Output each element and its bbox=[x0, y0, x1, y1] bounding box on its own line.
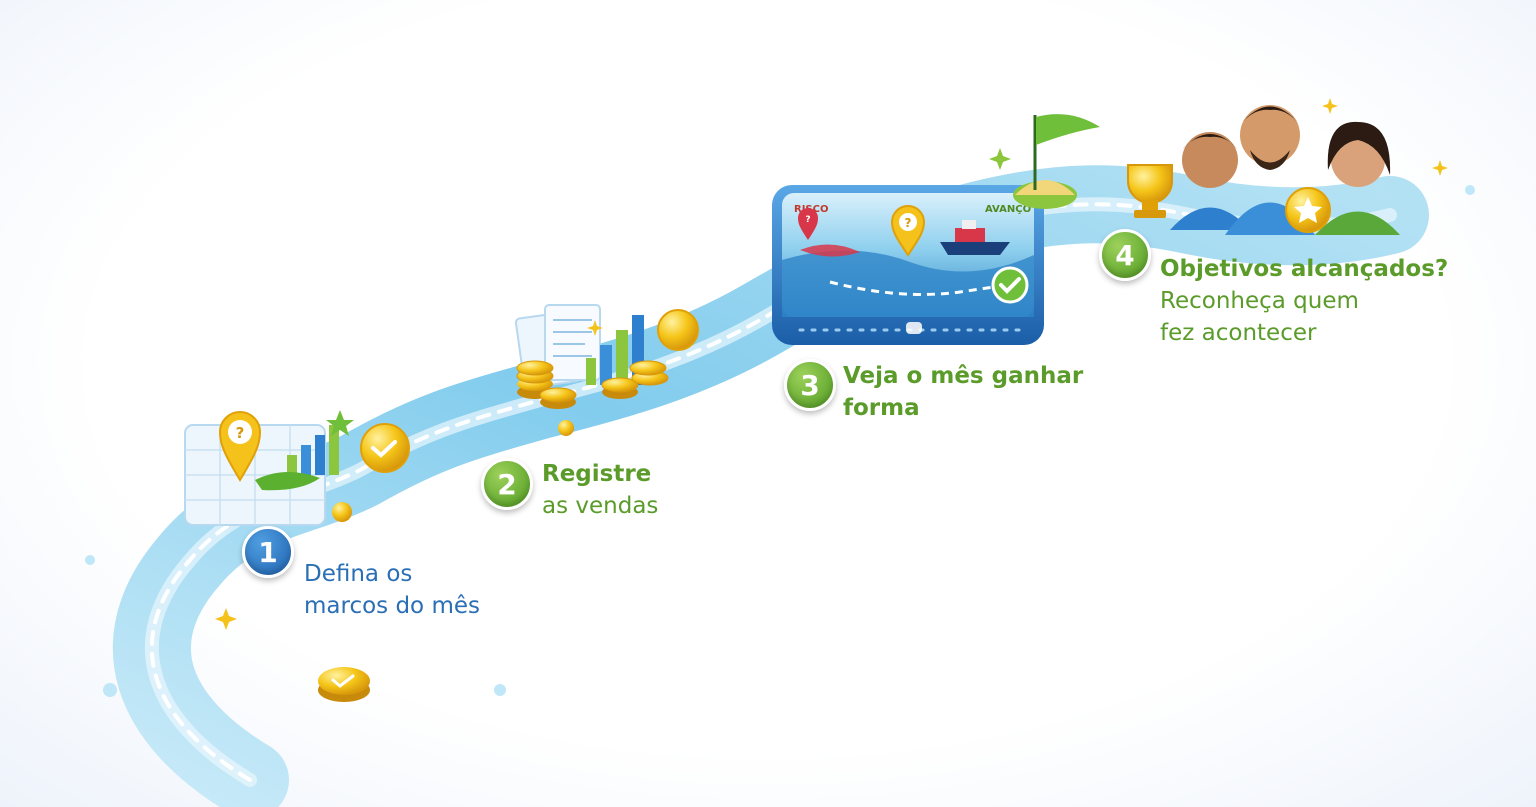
boat-icon bbox=[255, 471, 320, 491]
step-4-line3: fez acontecer bbox=[1160, 320, 1317, 346]
sparkle-icons bbox=[215, 98, 1448, 630]
step-4-title: Objetivos alcançados? Reconheça quem fez… bbox=[1160, 253, 1448, 349]
question-pin-icon: ? bbox=[890, 205, 926, 257]
step-number-1: 1 bbox=[242, 526, 294, 578]
coin-icon bbox=[332, 502, 352, 522]
growth-chart-icon bbox=[287, 410, 354, 475]
coin-icon bbox=[657, 309, 699, 351]
team-people-icon bbox=[1170, 105, 1400, 235]
coin-stack-icon bbox=[516, 360, 669, 409]
step-1-title: Defina os marcos do mês bbox=[304, 558, 480, 622]
flag-icon bbox=[1013, 114, 1100, 209]
step-2-line1: Registre bbox=[542, 461, 652, 487]
ship-icon bbox=[940, 220, 1010, 255]
step-number-2: 2 bbox=[481, 458, 533, 510]
step-number-3: 3 bbox=[784, 359, 836, 411]
step-3-line2: forma bbox=[843, 395, 920, 421]
progress-label: AVANÇO bbox=[985, 204, 1031, 215]
step-4-line2: Reconheça quem bbox=[1160, 288, 1359, 314]
svg-text:?: ? bbox=[905, 216, 912, 230]
svg-text:?: ? bbox=[236, 424, 245, 442]
svg-text:?: ? bbox=[805, 215, 810, 225]
step-1-line1: Defina os bbox=[304, 561, 413, 587]
coin-check-icon bbox=[360, 423, 410, 473]
step-1-line2: marcos do mês bbox=[304, 593, 480, 619]
trophy-icon bbox=[1127, 164, 1173, 218]
risk-pin-icon: ? bbox=[798, 208, 818, 240]
coin-icon bbox=[558, 420, 574, 436]
step-number-4: 4 bbox=[1099, 229, 1151, 281]
question-pin-icon: ? bbox=[218, 411, 262, 482]
step-2-title: Registre as vendas bbox=[542, 458, 658, 522]
step-4-line1: Objetivos alcançados? bbox=[1160, 256, 1449, 282]
step-3-line1: Veja o mês ganhar bbox=[843, 363, 1084, 389]
step-3-title: Veja o mês ganhar forma bbox=[843, 360, 1083, 424]
coin-check-icon bbox=[318, 667, 370, 702]
star-coin-icon bbox=[1285, 187, 1331, 233]
dashboard-screen: RISCO AVANÇO ? ? bbox=[772, 185, 1044, 345]
check-circle-icon bbox=[991, 266, 1029, 304]
step-2-line2: as vendas bbox=[542, 493, 659, 519]
